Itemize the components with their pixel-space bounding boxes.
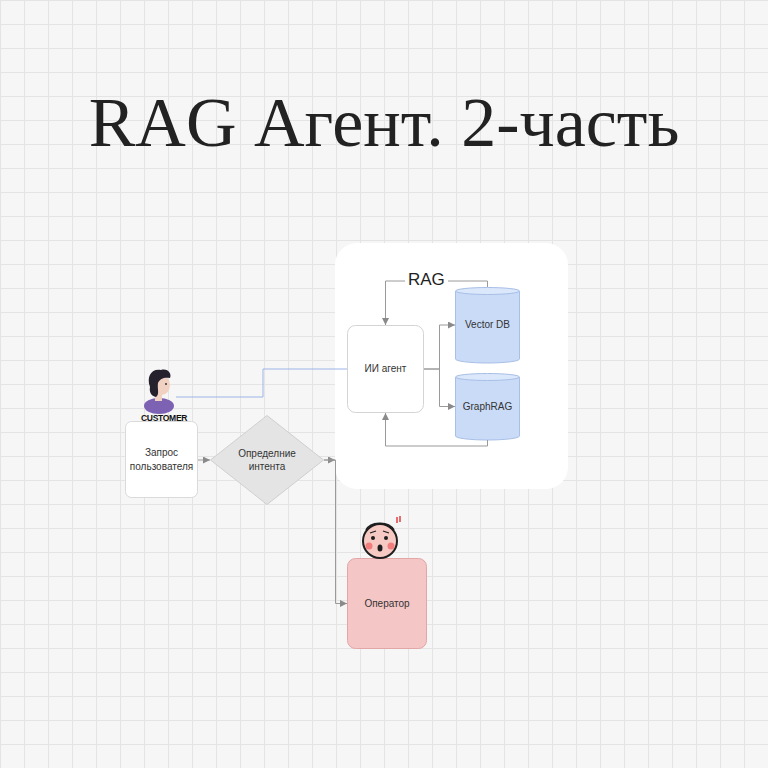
avatar-caption: CUSTOMER xyxy=(141,413,187,423)
decision-diamond: Определние интента xyxy=(210,415,324,505)
customer-link-line xyxy=(176,369,347,397)
connector-arrow xyxy=(324,460,347,604)
customer-avatar xyxy=(144,370,174,414)
node-label: GraphRAG xyxy=(463,400,512,414)
node-label: ИИ агент xyxy=(365,362,407,376)
process-box-outline xyxy=(125,421,198,498)
connector-arrow xyxy=(198,460,210,461)
node-label: Запрос пользователя xyxy=(130,446,193,473)
node-label: Оператор xyxy=(364,597,409,611)
connector-arrow xyxy=(424,325,455,369)
operator-box: Оператор xyxy=(347,558,427,649)
decision-diamond-outline xyxy=(210,415,324,505)
operator-avatar xyxy=(363,516,400,558)
rag-panel: RAG ИИ агент Vector DB GraphRAG xyxy=(335,243,568,489)
database-cylinder: GraphRAG xyxy=(455,373,520,440)
connector-arrow xyxy=(386,413,488,446)
agent-box: ИИ агент xyxy=(347,325,424,413)
connector-arrow xyxy=(424,369,455,407)
panel-heading: RAG xyxy=(405,269,448,292)
title: RAG Агент. 2-часть xyxy=(0,88,768,158)
node-label: Определние интента xyxy=(234,447,300,474)
database-cylinder: Vector DB xyxy=(455,287,520,363)
node-label: Vector DB xyxy=(465,318,510,332)
process-box: Запрос пользователя xyxy=(125,421,198,498)
